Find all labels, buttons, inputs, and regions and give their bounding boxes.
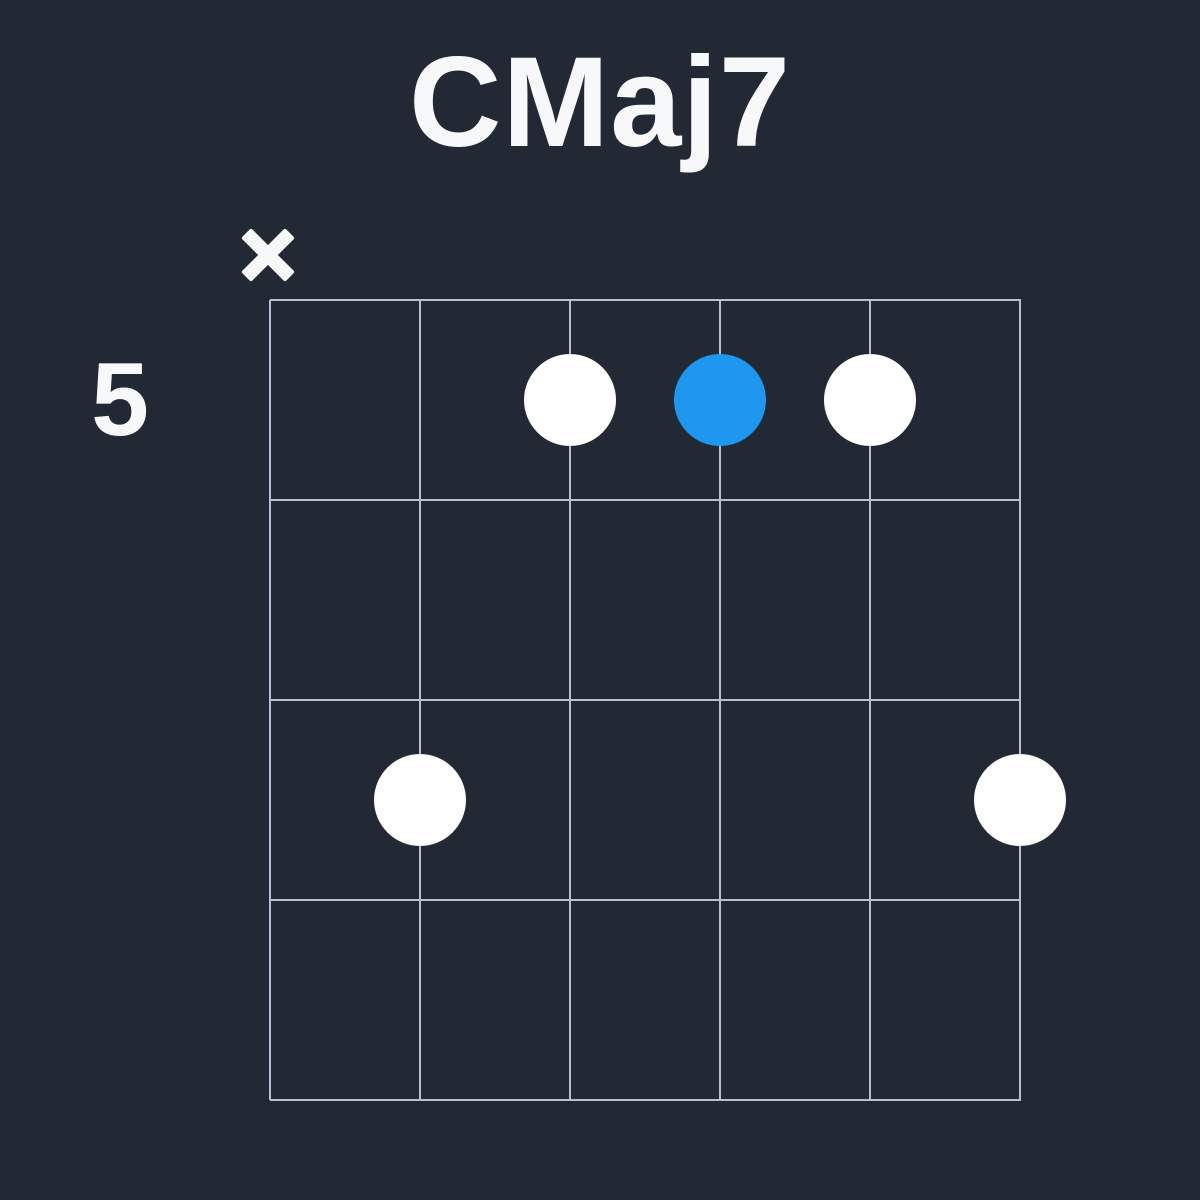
fret-line (270, 1099, 1021, 1101)
fret-line (270, 299, 1021, 301)
finger-dot (374, 754, 466, 846)
finger-dot (974, 754, 1066, 846)
muted-string-icon (244, 231, 292, 279)
base-fret-label: 5 (91, 341, 149, 458)
finger-dot (524, 354, 616, 446)
fret-line (270, 899, 1021, 901)
root-note-dot (674, 354, 766, 446)
chord-title: CMaj7 (409, 31, 791, 174)
fret-line (270, 499, 1021, 501)
fret-line (270, 699, 1021, 701)
finger-dot (824, 354, 916, 446)
